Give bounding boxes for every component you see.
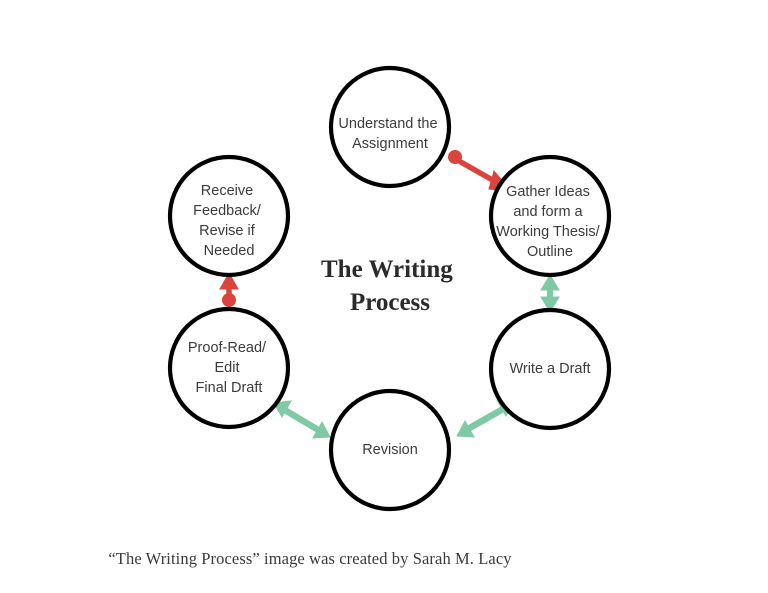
diagram-caption: “The Writing Process” image was created … [108,549,512,568]
node-gather-ideas[interactable]: Gather Ideas and form a Working Thesis/ … [488,154,612,278]
node-revision[interactable]: Revision [328,388,452,512]
diagram-center-title: The Writing Process [321,256,459,316]
node-circle-shape [488,154,612,278]
connector-gather-to-write [540,274,560,313]
node-receive-feedback[interactable]: Receive Feedback/ Revise if Needed [167,154,291,278]
node-circle-shape [167,154,291,278]
node-understand-the-assignment[interactable]: Understand the Assignment [328,65,452,189]
connector-proof-read-to-receive-feedback [219,271,239,307]
arrowhead-icon [219,271,239,290]
connector-tail-dot-icon [448,150,462,164]
node-circle-shape [328,388,452,512]
connector-revision-to-proof-read [273,400,331,439]
arrowhead-to-revision-icon [456,419,475,438]
node-circle-shape [167,306,291,430]
node-label: Proof-Read/ Edit Final Draft [188,340,270,396]
node-label: Receive Feedback/ Revise if Needed [193,183,265,259]
connector-shaft [464,405,507,433]
node-label: Understand the Assignment [338,116,441,152]
connector-shaft [457,158,498,185]
node-label: Revision [362,442,418,458]
node-label: Gather Ideas and form a Working Thesis/ … [496,184,603,260]
node-circle-shape [328,65,452,189]
node-write-a-draft[interactable]: Write a Draft [488,307,612,431]
arrowhead-to-revision-icon [312,420,331,439]
arrowhead-to-proof-read-icon [273,400,292,419]
arrowhead-down-icon [540,296,560,313]
node-proof-read-edit-final-draft[interactable]: Proof-Read/ Edit Final Draft [167,306,291,430]
connector-shaft [281,406,322,434]
node-label: Write a Draft [509,361,590,377]
arrowhead-up-icon [540,274,560,291]
node-circle-shape [488,307,612,431]
